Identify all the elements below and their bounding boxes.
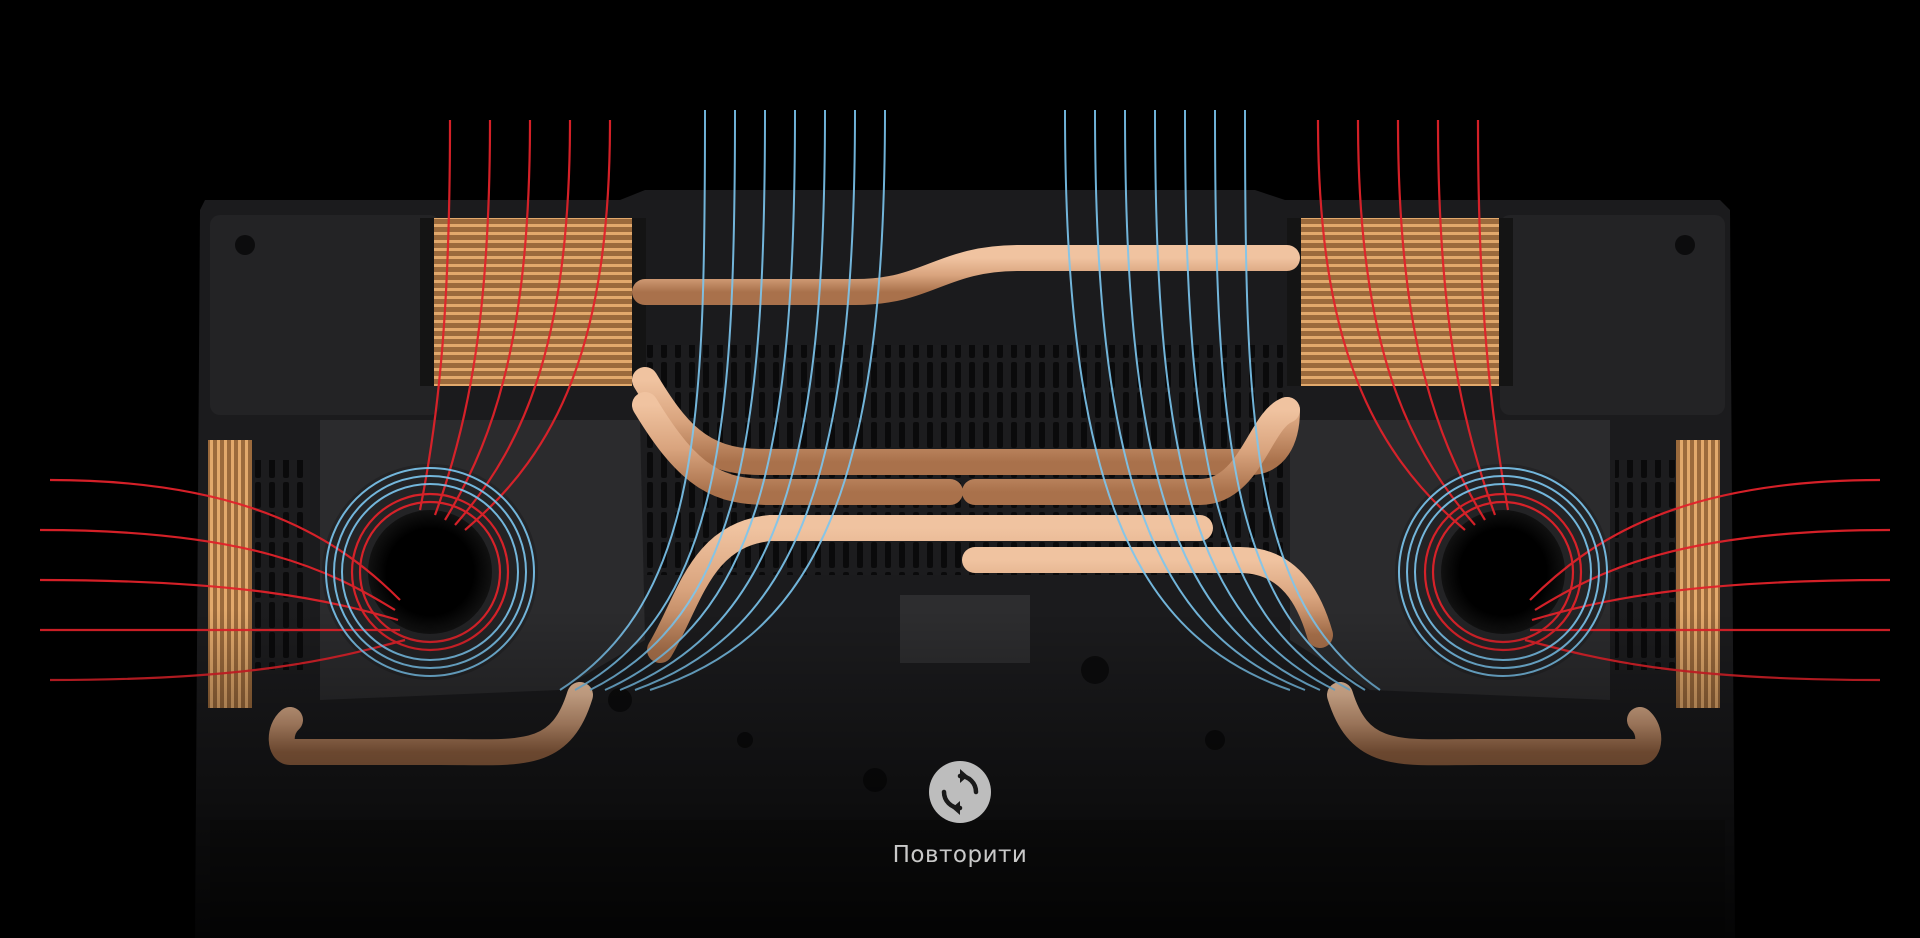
replay-label: Повторити — [892, 842, 1028, 868]
replay-icon — [929, 761, 991, 823]
replay-button[interactable]: Повторити — [885, 756, 1035, 884]
